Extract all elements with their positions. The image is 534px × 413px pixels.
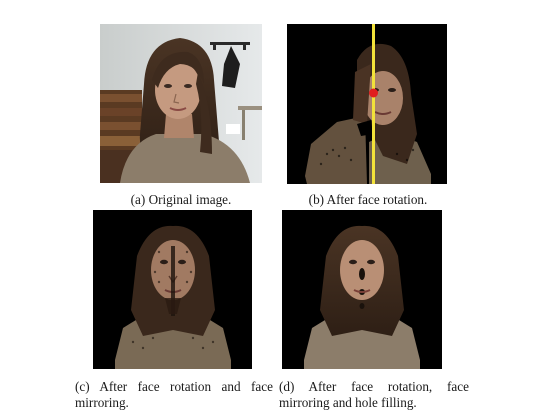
panel-d-image — [282, 210, 442, 369]
panel-b-image — [287, 24, 447, 184]
panel-b-caption: (b) After face rotation. — [308, 192, 428, 207]
panel-c-image — [93, 210, 252, 369]
panel-a-caption: (a) Original image. — [130, 192, 232, 207]
panel-a-image — [100, 24, 262, 183]
panel-c-caption: (c) After face rotation and face mirrori… — [75, 379, 273, 410]
panel-d-caption: (d) After face rotation, face mirroring … — [279, 379, 469, 410]
